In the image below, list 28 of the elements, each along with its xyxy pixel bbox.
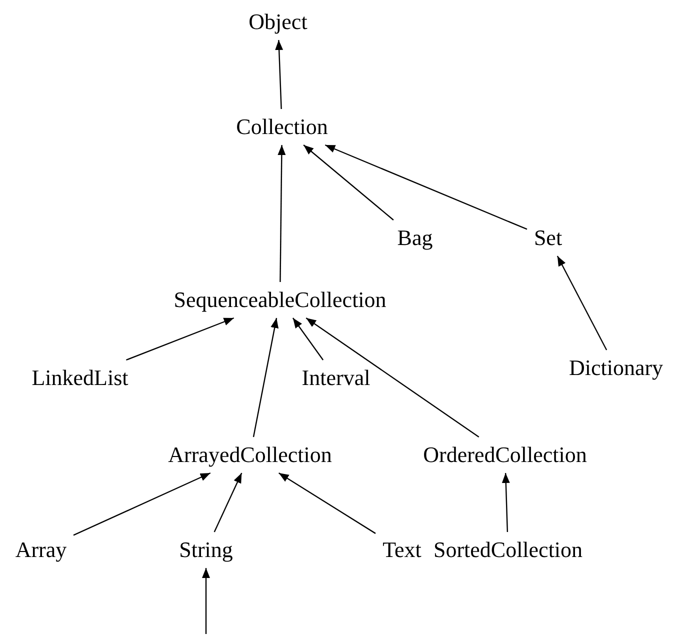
class-name: SortedCollection [430,536,586,564]
inheritance-arrow [502,472,510,532]
inheritance-arrow [303,144,394,220]
class-name: Set [530,224,566,252]
inheritance-arrow [214,472,242,532]
class-name: OrderedCollection [420,440,590,470]
inheritance-arrow [324,144,528,230]
inheritance-arrow [126,317,234,361]
inheritance-arrow [73,472,211,536]
class-name: ArrayedCollection [165,440,335,470]
class-name: Object [246,8,310,36]
inheritance-arrow [556,256,608,350]
class-name: Bag [394,224,436,252]
inheritance-arrow [278,472,376,534]
class-name: SequenceableCollection [170,286,390,314]
inheritance-arrow [252,318,279,438]
inheritance-arrow [278,145,286,282]
class-name: Interval [298,364,374,392]
class-name: String [176,536,236,564]
class-name: LinkedList [28,364,132,392]
inheritance-arrow [275,40,284,110]
inheritance-arrow [292,318,324,360]
class-name: Dictionary [566,354,666,382]
inheritance-arrow [202,568,210,634]
class-name: Array [12,536,70,564]
class-name: Collection [233,112,331,142]
inheritance-arrow [306,318,480,438]
class-name: Text [380,536,424,564]
